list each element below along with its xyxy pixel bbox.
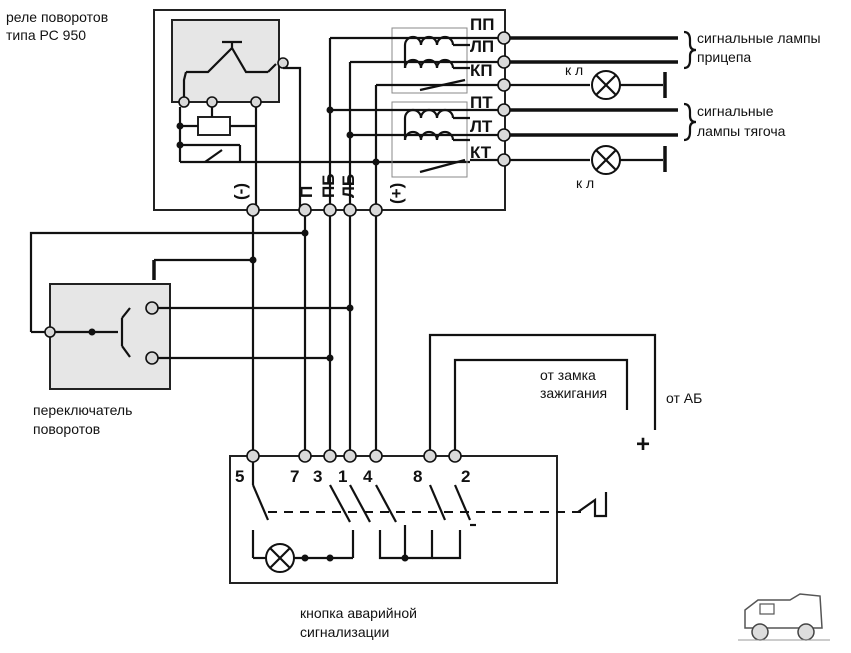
trailer-lamps-line1: сигнальные лампы [697, 30, 821, 46]
hazard-pin-7: 7 [290, 467, 299, 486]
hazard-button-line1: кнопка аварийной [300, 605, 417, 621]
hazard-button-line2: сигнализации [300, 624, 389, 640]
hazard-pin-2: 2 [461, 467, 470, 486]
turn-switch-line1: переключатель [33, 402, 132, 418]
tractor-coil-1 [403, 108, 455, 119]
trailer-lamp-label: к л [565, 62, 583, 78]
relay-terminal-kt: КТ [470, 143, 492, 162]
hazard-button: 5 7 3 1 4 8 2 [229, 449, 608, 584]
relay-terminal-kp: КП [470, 61, 493, 80]
relay-thermal-unit [171, 19, 280, 103]
trailer-coil-frame [391, 27, 468, 94]
truck-logo-icon [738, 593, 830, 641]
tractor-lamps-line1: сигнальные [697, 103, 774, 119]
ignition-line2: зажигания [540, 385, 607, 401]
tractor-brace [683, 102, 697, 142]
hazard-button-housing [229, 455, 558, 584]
relay-coil [197, 116, 231, 136]
relay-terminal-pt: ПТ [470, 93, 493, 112]
hazard-pin-3: 3 [313, 467, 322, 486]
relay-block: ПП ЛП КП ПТ ЛТ КТ (-) П ПБ ЛБ (+) [153, 9, 511, 211]
hazard-pin-1: 1 [338, 467, 347, 486]
relay-terminal-pp: ПП [470, 15, 494, 34]
tractor-coil-2 [403, 130, 455, 141]
hazard-pin-5: 5 [235, 467, 244, 486]
turn-switch-line2: поворотов [33, 421, 100, 437]
turn-switch [29, 229, 354, 390]
relay-pin-minus: (-) [231, 183, 250, 200]
trailer-brace [683, 30, 697, 70]
relay-pin-plus: (+) [387, 183, 406, 204]
hazard-pin-8: 8 [413, 467, 422, 486]
relay-pin-pb: ПБ [319, 174, 338, 198]
trailer-lamps-line2: прицепа [697, 49, 751, 65]
relay-pin-lb: ЛБ [339, 174, 358, 198]
hazard-pin-4: 4 [363, 467, 373, 486]
turn-switch-body [49, 283, 171, 390]
tractor-lamps-line2: лампы тягоча [697, 123, 786, 139]
relay-title-line2: типа РС 950 [6, 27, 86, 43]
ignition-line1: от замка [540, 367, 596, 383]
relay-terminal-lt: ЛТ [470, 117, 493, 136]
battery-label: от АБ [666, 390, 702, 406]
trailer-coil-2 [403, 58, 455, 69]
relay-title-line1: реле поворотов [6, 9, 108, 25]
battery-plus-sign: + [636, 431, 650, 458]
tractor-lamp-label: к л [576, 175, 594, 191]
relay-pin-p: П [297, 186, 316, 198]
relay-terminal-lp: ЛП [470, 37, 494, 56]
